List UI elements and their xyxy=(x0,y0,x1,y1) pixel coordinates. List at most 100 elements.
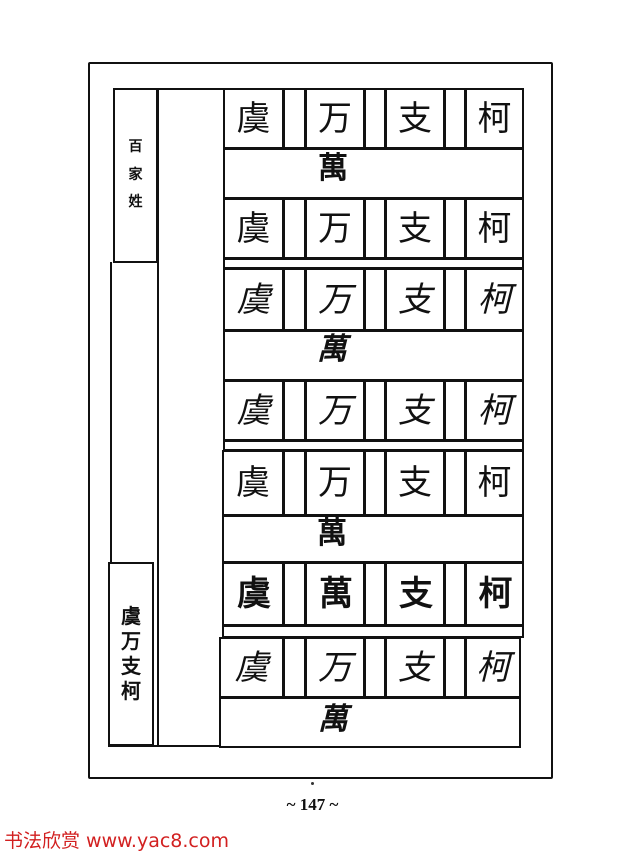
char-cell: 虞 xyxy=(223,88,284,149)
caption-box: 虞 万 支 柯 xyxy=(108,562,154,746)
char-cell: 萬 xyxy=(305,562,365,626)
char: 柯 xyxy=(477,208,512,249)
page-frame xyxy=(88,62,553,779)
bottom-rule xyxy=(108,745,223,747)
variant-char: 萬 xyxy=(317,516,347,551)
char: 虞 xyxy=(236,463,270,503)
char-cell: 柯 xyxy=(465,88,524,149)
spacer-cell xyxy=(283,637,306,698)
spacer-cell xyxy=(444,268,466,331)
char-cell: 万 xyxy=(305,198,365,259)
variant-char: 萬 xyxy=(318,702,348,737)
spacer-cell xyxy=(283,198,306,259)
title-char-3: 姓 xyxy=(128,194,143,211)
char: 虞 xyxy=(237,574,271,614)
spacer-cell xyxy=(364,450,386,516)
char-cell: 虞 xyxy=(222,450,284,516)
char-cell: 柯 xyxy=(465,198,524,259)
spacer-cell xyxy=(364,637,386,698)
char: 虞 xyxy=(236,390,271,431)
column-divider-left xyxy=(110,262,112,562)
title-char-1: 百 xyxy=(128,139,143,156)
char: 柯 xyxy=(478,574,513,614)
top-rule xyxy=(157,88,223,90)
char-cell: 柯 xyxy=(465,380,524,441)
char: 柯 xyxy=(477,279,512,320)
variant-band: 萬 xyxy=(223,148,524,199)
char: 万 xyxy=(318,208,352,249)
char: 支 xyxy=(398,647,432,688)
char: 柯 xyxy=(477,98,512,139)
char-cell: 万 xyxy=(305,88,365,149)
char-cell: 支 xyxy=(385,88,445,149)
spacer-cell xyxy=(444,562,466,626)
char-cell: 万 xyxy=(305,380,365,441)
char-cell: 万 xyxy=(305,268,365,331)
spacer-cell xyxy=(283,268,306,331)
char-cell: 虞 xyxy=(219,637,284,698)
spacer-cell xyxy=(364,198,386,259)
char-cell: 支 xyxy=(385,198,445,259)
spacer-cell xyxy=(283,88,306,149)
variant-char: 萬 xyxy=(317,332,347,367)
spacer-cell xyxy=(364,380,386,441)
spacer-cell xyxy=(364,88,386,149)
spacer-cell xyxy=(444,380,466,441)
spacer-cell xyxy=(444,637,466,698)
char: 支 xyxy=(398,390,432,431)
char: 支 xyxy=(399,574,433,614)
char: 支 xyxy=(398,208,432,249)
char: 柯 xyxy=(476,647,510,688)
spacer-cell xyxy=(364,268,386,331)
char: 虞 xyxy=(236,98,271,139)
char-cell: 支 xyxy=(385,268,445,331)
print-speck xyxy=(311,782,314,785)
title-char-2: 家 xyxy=(128,166,143,183)
caption-char-4: 柯 xyxy=(121,679,141,703)
char-cell: 柯 xyxy=(465,268,524,331)
title-box: 百 家 姓 xyxy=(113,88,158,263)
char-cell: 万 xyxy=(305,450,365,516)
char: 支 xyxy=(398,463,432,503)
char-cell: 支 xyxy=(385,450,445,516)
caption-char-2: 万 xyxy=(121,629,141,653)
spacer-cell xyxy=(283,450,306,516)
column-divider xyxy=(157,88,159,745)
caption-char-3: 支 xyxy=(121,654,141,678)
char: 柯 xyxy=(477,390,512,431)
spacer-cell xyxy=(444,450,466,516)
char: 萬 xyxy=(319,574,353,614)
char: 万 xyxy=(318,463,352,503)
char-cell: 支 xyxy=(385,562,445,626)
char: 虞 xyxy=(234,647,269,688)
spacer-cell xyxy=(444,88,466,149)
variant-band: 萬 xyxy=(222,515,524,563)
char: 柯 xyxy=(477,463,512,503)
char-cell: 柯 xyxy=(465,450,524,516)
variant-band: 萬 xyxy=(223,330,524,381)
char-cell: 万 xyxy=(305,637,365,698)
char: 支 xyxy=(398,98,432,139)
page-number: ~ 147 ~ xyxy=(286,795,339,814)
spacer-cell xyxy=(444,198,466,259)
char: 支 xyxy=(398,279,432,320)
spacer-cell xyxy=(283,562,306,626)
watermark: 书法欣赏 www.yac8.com xyxy=(4,830,229,852)
variant-band: 萬 xyxy=(219,697,521,748)
char: 万 xyxy=(318,98,352,139)
char: 万 xyxy=(318,279,352,320)
char: 虞 xyxy=(236,279,271,320)
caption-char-1: 虞 xyxy=(121,604,141,628)
char: 万 xyxy=(318,390,352,431)
spacer-cell xyxy=(283,380,306,441)
char: 虞 xyxy=(236,208,271,249)
char-cell: 虞 xyxy=(223,380,284,441)
char-cell: 柯 xyxy=(465,562,524,626)
char-cell: 支 xyxy=(385,637,445,698)
spacer-cell xyxy=(364,562,386,626)
char-cell: 柯 xyxy=(465,637,521,698)
char-cell: 支 xyxy=(385,380,445,441)
char-cell: 虞 xyxy=(223,268,284,331)
char-cell: 虞 xyxy=(223,198,284,259)
variant-char: 萬 xyxy=(318,151,348,186)
